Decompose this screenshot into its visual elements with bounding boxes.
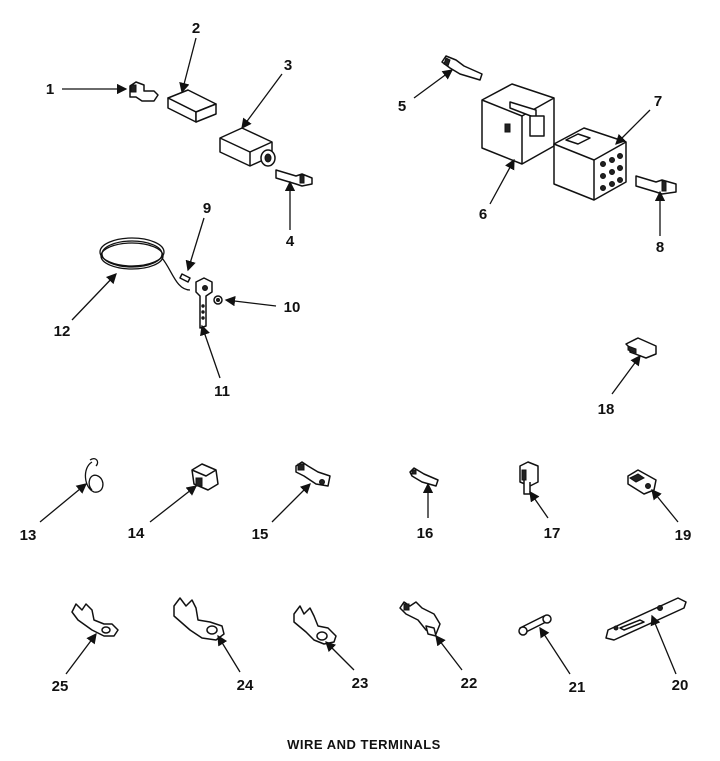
callout-13: 13 xyxy=(20,527,37,544)
part-9-screw xyxy=(179,273,191,283)
part-6-housing xyxy=(481,83,555,165)
part-7-housing xyxy=(553,127,627,201)
part-19-terminal xyxy=(627,469,657,495)
part-1-terminal xyxy=(129,81,159,102)
callout-labels: 1 2 3 4 5 6 7 8 9 10 11 12 13 14 15 16 1… xyxy=(20,20,692,696)
diagram-title: WIRE AND TERMINALS xyxy=(287,737,441,752)
part-5-terminal xyxy=(441,55,483,81)
part-21-sleeve xyxy=(518,614,552,636)
leader-lines xyxy=(39,37,679,675)
callout-20: 20 xyxy=(672,677,689,694)
part-4-pin xyxy=(275,169,313,187)
part-22-terminal xyxy=(399,601,441,637)
callout-23: 23 xyxy=(352,675,369,692)
callout-4: 4 xyxy=(286,233,295,250)
part-3-housing xyxy=(219,127,276,167)
part-24-ring-terminal xyxy=(173,597,225,641)
callout-18: 18 xyxy=(598,401,615,418)
part-25-ring-terminal xyxy=(71,603,119,637)
part-13-clip xyxy=(84,458,104,493)
part-23-ring-terminal xyxy=(293,605,337,645)
callout-11: 11 xyxy=(214,383,230,400)
part-2-sleeve xyxy=(167,89,217,123)
part-8-pin xyxy=(635,175,677,195)
callout-7: 7 xyxy=(654,93,662,110)
callout-21: 21 xyxy=(569,679,586,696)
part-12-wire-coil xyxy=(99,237,191,291)
callout-2: 2 xyxy=(192,20,200,37)
callout-3: 3 xyxy=(284,57,292,74)
part-10-nut xyxy=(213,295,223,305)
callout-12: 12 xyxy=(54,323,71,340)
callout-9: 9 xyxy=(203,200,211,217)
callout-19: 19 xyxy=(675,527,692,544)
callout-25: 25 xyxy=(52,678,69,695)
part-11-ring-terminal xyxy=(195,277,213,329)
part-18-clip xyxy=(625,337,657,359)
callout-14: 14 xyxy=(128,525,145,542)
callout-22: 22 xyxy=(461,675,478,692)
part-15-terminal xyxy=(295,461,331,487)
callout-8: 8 xyxy=(656,239,664,256)
part-20-jumper xyxy=(605,597,687,641)
callout-17: 17 xyxy=(544,525,561,542)
callout-15: 15 xyxy=(252,526,269,543)
callout-16: 16 xyxy=(417,525,434,542)
callout-24: 24 xyxy=(237,677,254,694)
part-16-terminal xyxy=(409,467,439,487)
callout-10: 10 xyxy=(284,299,301,316)
part-17-terminal xyxy=(519,461,539,495)
callout-6: 6 xyxy=(479,206,487,223)
callout-5: 5 xyxy=(398,98,406,115)
callout-1: 1 xyxy=(46,81,54,98)
part-14-terminal xyxy=(191,463,219,491)
